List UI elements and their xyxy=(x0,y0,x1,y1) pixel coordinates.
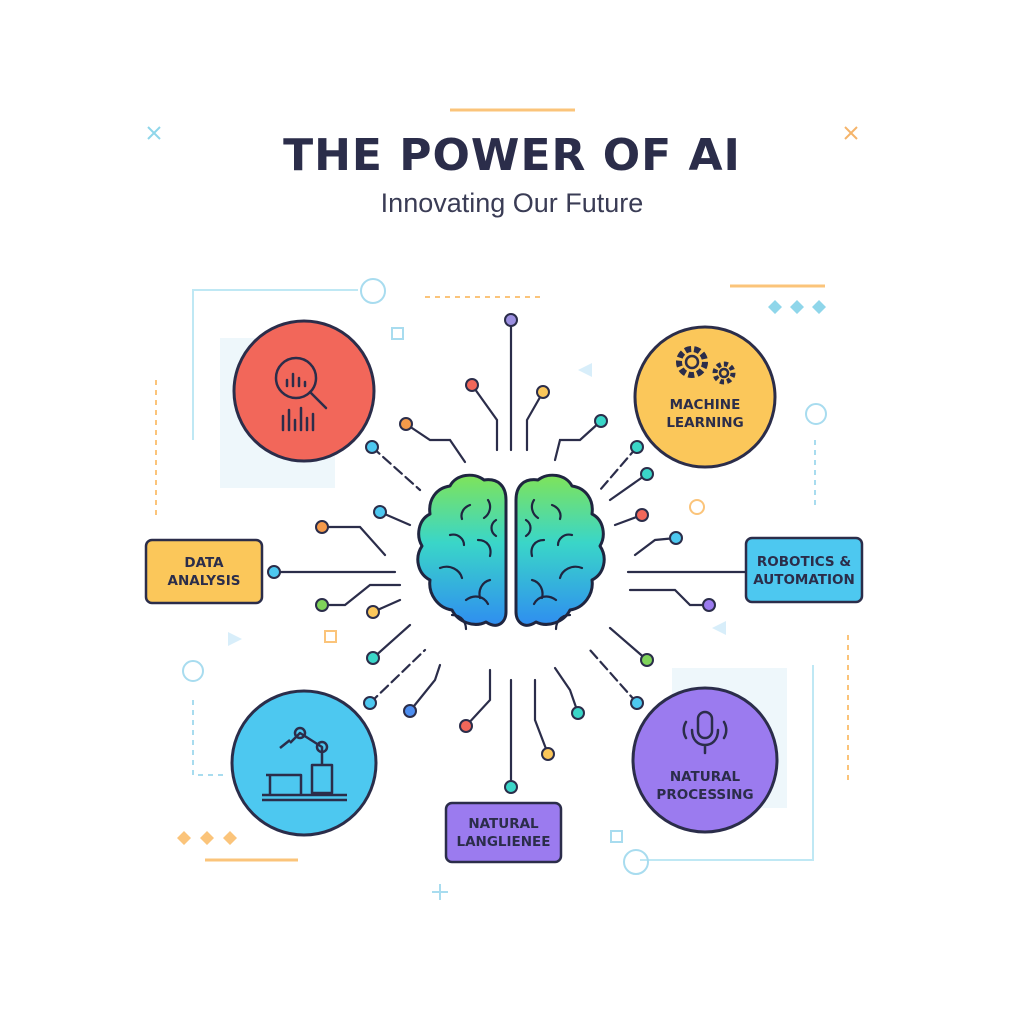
connector-line xyxy=(371,623,412,660)
connector-line xyxy=(633,536,678,557)
connector-dot xyxy=(541,747,555,761)
label-line: ROBOTICS & xyxy=(756,554,852,570)
natural-language-label: NATURAL LANGLIENEE xyxy=(446,815,561,851)
connector-dot xyxy=(504,313,518,327)
natural-processing-node[interactable] xyxy=(631,686,779,834)
brain-icon xyxy=(416,473,606,631)
microphone-icon xyxy=(682,710,728,755)
connector-dot xyxy=(640,467,654,481)
robotics-label: ROBOTICS & AUTOMATION xyxy=(746,553,862,589)
label-line: LANGLIENEE xyxy=(456,834,551,850)
robot-arm-icon xyxy=(262,726,347,802)
connector-line xyxy=(608,626,649,662)
connector-dot xyxy=(536,385,550,399)
connector-dot xyxy=(403,704,417,718)
label-line: MACHINE xyxy=(669,397,741,413)
connector-dot xyxy=(366,651,380,665)
magnifier-chart-icon xyxy=(274,356,328,432)
connector-line xyxy=(553,666,580,715)
connector-dot xyxy=(315,598,329,612)
connector-line xyxy=(408,663,442,713)
label-line: PROCESSING xyxy=(656,787,754,803)
connector-line xyxy=(628,588,711,607)
connector-dot xyxy=(669,531,683,545)
label-line: DATA xyxy=(184,555,224,571)
connector-dot xyxy=(640,653,654,667)
label-line: NATURAL xyxy=(468,816,539,832)
natural-language-box[interactable] xyxy=(444,801,563,864)
connectors xyxy=(267,313,747,794)
connector-line xyxy=(404,422,467,464)
connector-dot xyxy=(630,696,644,710)
page-subtitle: Innovating Our Future xyxy=(380,188,644,218)
natural-processing-label: NATURAL PROCESSING xyxy=(645,768,765,804)
connector-line xyxy=(368,648,427,705)
connector-dot xyxy=(465,378,479,392)
connector-dot xyxy=(635,508,649,522)
connector-line xyxy=(370,445,422,492)
connector-line xyxy=(320,525,387,557)
connector-line xyxy=(553,419,603,462)
connector-dot xyxy=(594,414,608,428)
data-analysis-box[interactable] xyxy=(144,538,264,605)
label-line: LEARNING xyxy=(666,415,744,431)
page-title: THE POWER OF AI xyxy=(283,130,741,181)
robot-arm-node[interactable] xyxy=(230,689,378,837)
connector-dot xyxy=(571,706,585,720)
connector-dot xyxy=(504,780,518,794)
connector-line xyxy=(464,668,492,728)
data-analysis-node[interactable] xyxy=(232,319,376,463)
data-analysis-label: DATA ANALYSIS xyxy=(146,554,262,590)
label-line: AUTOMATION xyxy=(753,572,855,588)
connector-line xyxy=(320,583,402,607)
connector-dot xyxy=(702,598,716,612)
connector-dot xyxy=(365,440,379,454)
connector-dot xyxy=(373,505,387,519)
connector-line xyxy=(533,678,550,756)
label-line: ANALYSIS xyxy=(167,573,241,589)
connector-line xyxy=(470,383,499,452)
connector-line xyxy=(608,472,649,502)
connector-dot xyxy=(267,565,281,579)
connector-dot xyxy=(459,719,473,733)
connector-line xyxy=(525,390,545,452)
machine-learning-label: MACHINE LEARNING xyxy=(655,396,755,432)
connector-line xyxy=(588,648,639,705)
machine-learning-node[interactable] xyxy=(633,325,777,469)
connector-line xyxy=(598,445,639,492)
connector-dot xyxy=(399,417,413,431)
connector-dot xyxy=(630,440,644,454)
connector-dot xyxy=(366,605,380,619)
connector-dot xyxy=(315,520,329,534)
connector-dot xyxy=(363,696,377,710)
robotics-box[interactable] xyxy=(744,536,864,604)
gears-icon xyxy=(676,346,736,385)
label-line: NATURAL xyxy=(669,769,741,785)
